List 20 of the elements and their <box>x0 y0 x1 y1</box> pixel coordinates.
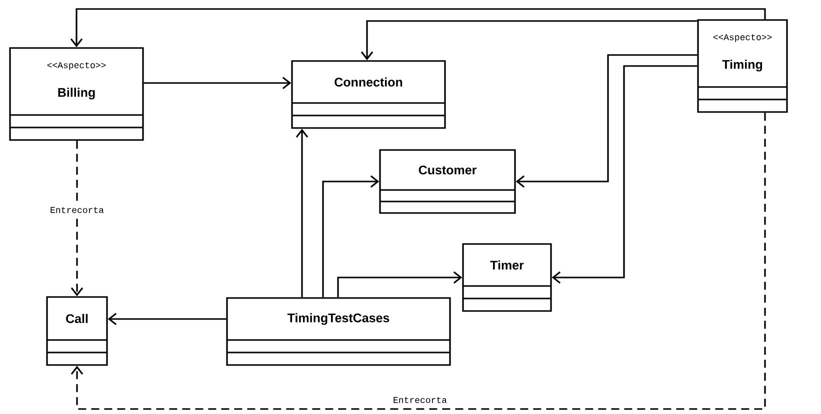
class-box: Customer <box>379 149 516 214</box>
class-box: Connection <box>291 60 446 129</box>
edge-label: Entrecorta <box>48 205 106 215</box>
class-box: TimingTestCases <box>226 297 451 366</box>
class-box: Call <box>46 296 108 366</box>
arrow <box>70 112 766 410</box>
arrow <box>70 140 84 296</box>
class-box: Timer <box>462 243 552 312</box>
edge-label: Entrecorta <box>392 395 448 405</box>
class-box: <<Aspecto>> Billing <box>9 47 144 141</box>
arrow <box>144 76 292 90</box>
arrow <box>296 128 308 298</box>
arrow <box>337 271 462 298</box>
arrow <box>322 175 380 298</box>
arrow <box>552 65 698 284</box>
arrow <box>70 8 766 48</box>
arrow <box>108 312 226 326</box>
arrow <box>516 54 698 188</box>
arrow <box>360 20 698 60</box>
class-box: <<Aspecto>> Timing <box>697 19 788 113</box>
